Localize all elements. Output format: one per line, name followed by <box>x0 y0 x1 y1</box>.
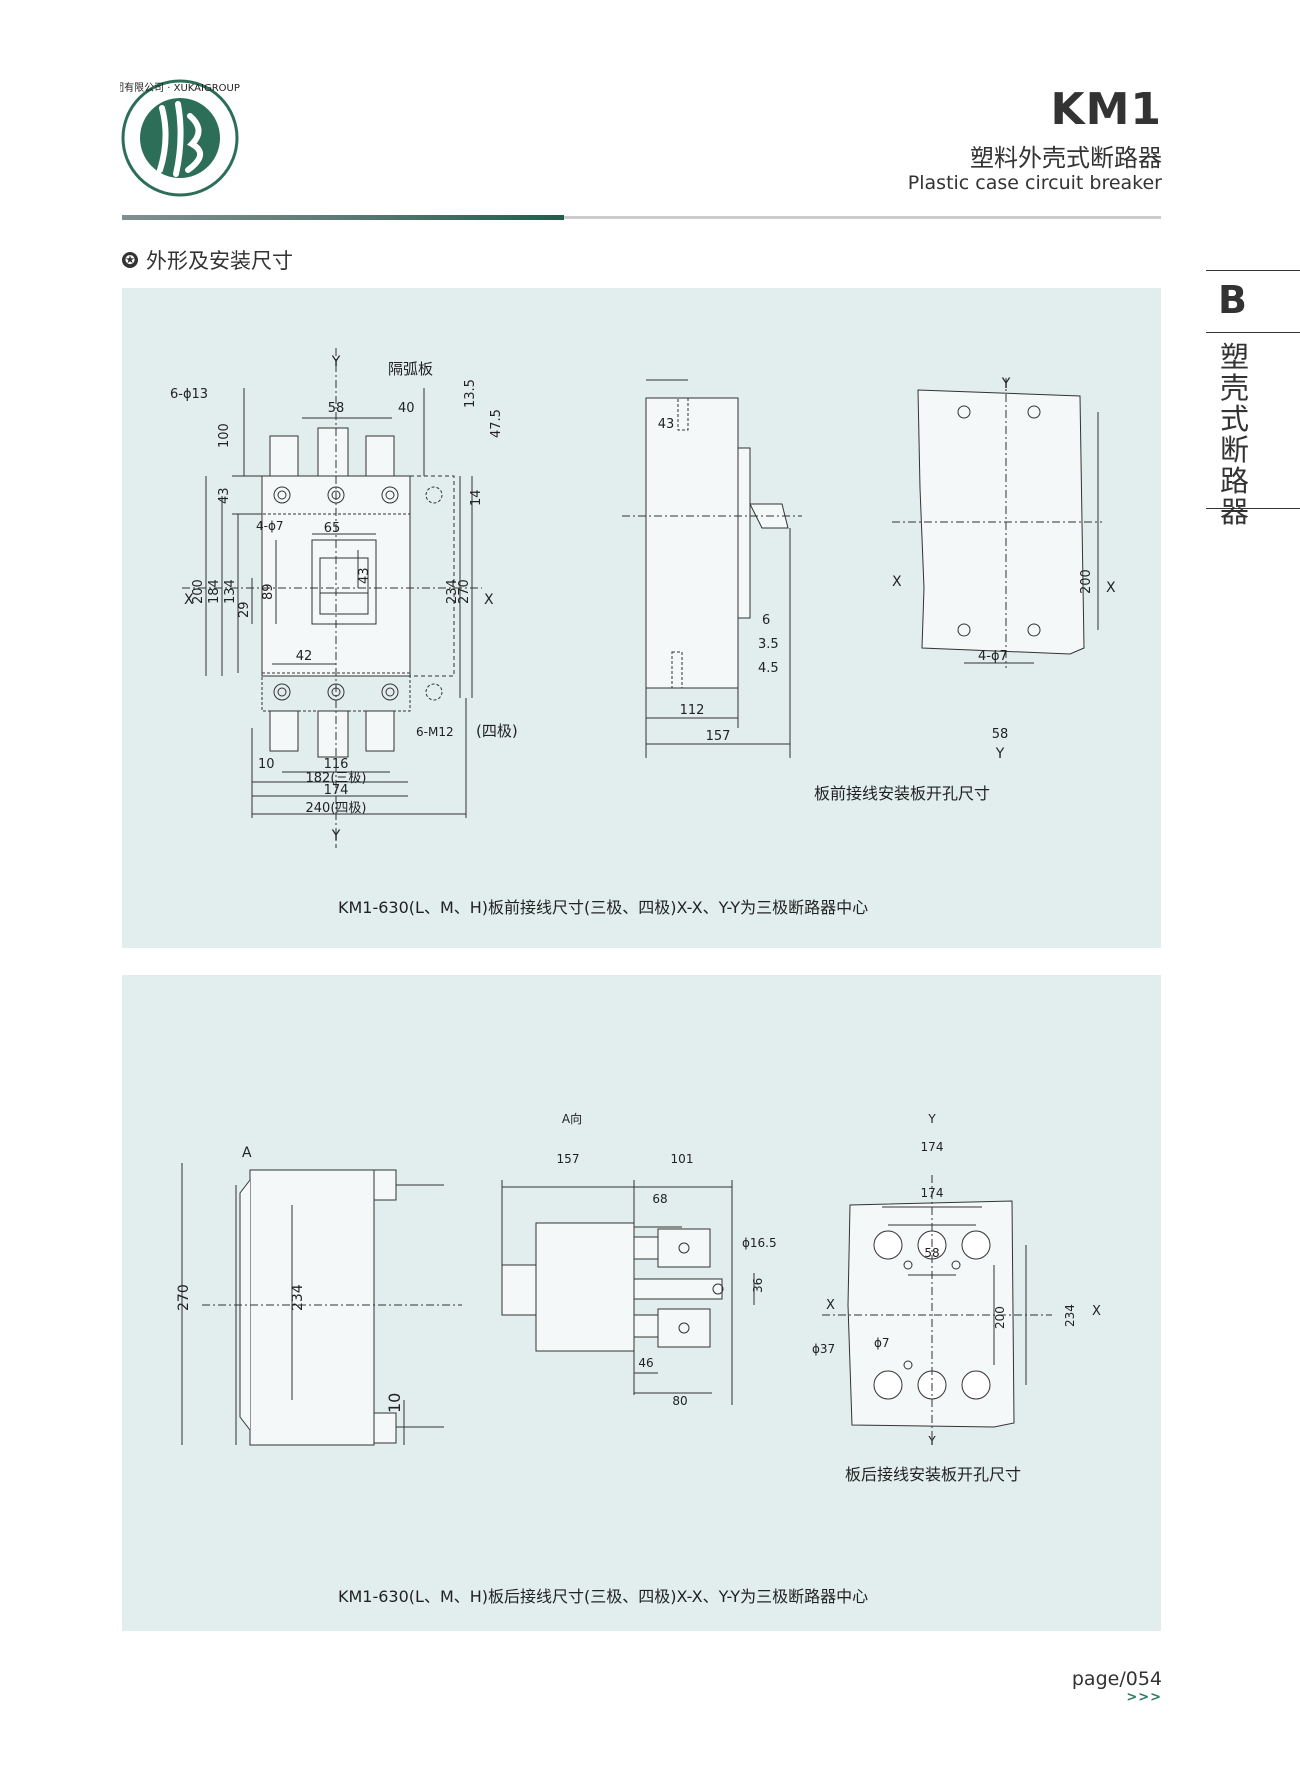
rear-side-a: A <box>242 1145 252 1161</box>
dim-240: 240(四极) <box>306 801 367 816</box>
label-arc-plate: 隔弧板 <box>388 360 433 378</box>
rear-breaker-side <box>249 1169 375 1446</box>
dim-holes: 6-ϕ13 <box>170 387 208 402</box>
rear-side-234: 234 <box>290 1284 306 1311</box>
dim-43-a: 43 <box>217 487 232 504</box>
side-dim-112: 112 <box>680 703 705 718</box>
dim-x-left: X <box>184 592 194 608</box>
rear-mount-x-right: X <box>1092 1304 1101 1319</box>
rear-mount-y-top: Y <box>927 1112 936 1126</box>
dim-14: 14 <box>469 489 484 506</box>
rear-mount-37: ϕ37 <box>812 1342 835 1356</box>
rear-mount-200: 200 <box>993 1306 1007 1329</box>
section-title: 外形及安装尺寸 <box>146 249 293 273</box>
dim-116: 116 <box>324 757 349 772</box>
dim-270: 270 <box>457 579 472 604</box>
rear-mount-x-left: X <box>826 1298 835 1313</box>
title-en: Plastic case circuit breaker <box>907 172 1162 194</box>
dim-47-5: 47.5 <box>489 409 504 438</box>
dim-174: 174 <box>324 783 349 798</box>
dim-234: 234 <box>445 579 460 604</box>
panel2-caption: KM1-630(L、M、H)板后接线尺寸(三极、四极)X-X、Y-Y为三极断路器… <box>338 1587 869 1606</box>
dim-40: 40 <box>398 401 415 416</box>
side-dim-4-5: 4.5 <box>758 661 779 676</box>
dim-y-bottom: Y <box>331 828 341 844</box>
dim-43-b: 43 <box>357 567 372 584</box>
rear-dim-101: 101 <box>671 1152 694 1166</box>
model-title: KM1 <box>1050 84 1162 135</box>
dim-100: 100 <box>217 423 232 448</box>
rear-dim-80: 80 <box>672 1394 687 1408</box>
company-logo: 许开集团有限公司 · XUKAIGROUPCO·LTD <box>84 78 276 198</box>
rear-mount-174-a: 174 <box>921 1140 944 1154</box>
side-tab: B 塑壳式断路器 <box>1206 270 1300 528</box>
rear-dim-157: 157 <box>557 1152 580 1166</box>
dim-58: 58 <box>328 401 345 416</box>
side-dim-3-5: 3.5 <box>758 637 779 652</box>
side-dim-6: 6 <box>762 613 770 628</box>
rear-breaker-top <box>535 1222 635 1352</box>
rear-dim-16-5: ϕ16.5 <box>742 1236 777 1250</box>
mount-x-right: X <box>1106 580 1116 596</box>
side-tab-bottom-line <box>1206 508 1300 509</box>
dim-10: 10 <box>258 757 275 772</box>
dim-65: 65 <box>324 521 341 536</box>
rear-mount-234: 234 <box>1063 1304 1077 1327</box>
breaker-body-side <box>645 397 739 689</box>
dim-182: 182(三极) <box>306 771 367 786</box>
side-dim-157: 157 <box>706 729 731 744</box>
rear-side-10: 10 <box>385 1393 404 1413</box>
section-heading: ✪ 外形及安装尺寸 <box>122 245 293 275</box>
header-rule-accent <box>122 215 564 220</box>
mount-y-top: Y <box>1001 376 1011 392</box>
page-number: page/054 <box>1071 1668 1162 1690</box>
mount-caption-rear: 板后接线安装板开孔尺寸 <box>844 1465 1022 1484</box>
rear-dim-68: 68 <box>652 1192 667 1206</box>
dim-42: 42 <box>296 649 313 664</box>
dim-13-5: 13.5 <box>463 379 478 408</box>
dim-holes-4: 4-ϕ7 <box>256 519 284 533</box>
front-connection-drawing: Y 隔弧板 6-ϕ13 58 40 13.5 47.5 100 43 14 4-… <box>170 348 1116 848</box>
dim-29: 29 <box>237 601 252 618</box>
front-connection-panel: Y 隔弧板 6-ϕ13 58 40 13.5 47.5 100 43 14 4-… <box>122 288 1161 948</box>
side-tab-text: 塑壳式断路器 <box>1220 340 1250 529</box>
rear-connection-panel: A 270 234 10 A向 157 101 68 ϕ16.5 36 46 8… <box>122 975 1161 1631</box>
rear-mount-y-bottom: Y <box>927 1434 936 1448</box>
rear-mount-174-b: 174 <box>921 1186 944 1200</box>
dim-134: 134 <box>223 579 238 604</box>
side-tab-top-line <box>1206 270 1300 271</box>
rear-mount-7: ϕ7 <box>874 1336 890 1350</box>
rear-a-dir: A向 <box>562 1111 582 1126</box>
label-four-pole: (四极) <box>476 722 518 740</box>
dim-184: 184 <box>207 579 222 604</box>
rear-dim-36: 36 <box>751 1278 765 1293</box>
side-dim-43: 43 <box>658 417 675 432</box>
panel1-caption: KM1-630(L、M、H)板前接线尺寸(三极、四极)X-X、Y-Y为三极断路器… <box>338 898 869 917</box>
dim-200: 200 <box>191 579 206 604</box>
next-page-arrows: >>> <box>1126 1690 1162 1705</box>
rear-connection-drawing: A 270 234 10 A向 157 101 68 ϕ16.5 36 46 8… <box>176 1111 1101 1448</box>
mount-dim-200: 200 <box>1079 569 1094 594</box>
mount-x-left: X <box>892 574 902 590</box>
mount-dim-58: 58 <box>992 727 1009 742</box>
fourth-pole-outline <box>409 475 455 677</box>
dim-y-top: Y <box>331 354 341 370</box>
title-cn: 塑料外壳式断路器 <box>970 144 1162 172</box>
dim-x-right: X <box>484 592 494 608</box>
side-tab-letter: B <box>1218 278 1247 322</box>
dim-89: 89 <box>261 583 276 600</box>
mount-y-bottom: Y <box>995 746 1005 762</box>
logo-ring-text: 许开集团有限公司 · XUKAIGROUPCO·LTD <box>120 81 240 94</box>
header-rule <box>564 216 1161 219</box>
star-icon: ✪ <box>122 252 138 268</box>
rear-side-270: 270 <box>176 1284 192 1311</box>
side-tab-mid-line <box>1206 332 1300 333</box>
dim-m12: 6-M12 <box>416 725 454 739</box>
mount-holes: 4-ϕ7 <box>978 649 1008 664</box>
rear-dim-46: 46 <box>638 1356 653 1370</box>
rear-mount-58: 58 <box>924 1246 939 1260</box>
mount-caption-front: 板前接线安装板开孔尺寸 <box>813 784 991 803</box>
